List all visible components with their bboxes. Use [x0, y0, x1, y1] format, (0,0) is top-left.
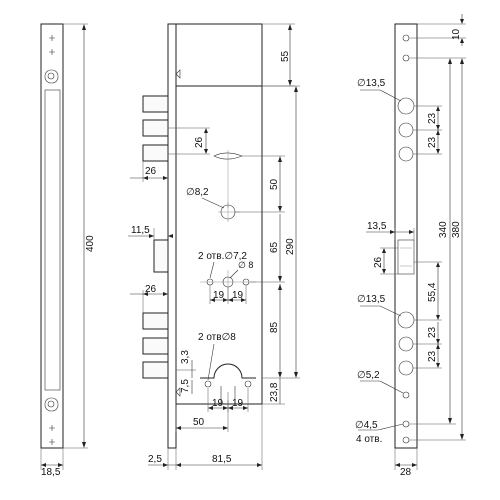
- dim-50-horiz: 50: [193, 417, 205, 428]
- faceplate-outline: [40, 23, 64, 449]
- dim-23-c: 23: [427, 326, 438, 338]
- dim-19-a: 19: [213, 290, 225, 301]
- faceplate-hole-bottom: [47, 400, 55, 408]
- strike-latch-window: [397, 239, 415, 275]
- dim-2-holes-7-2: 2 отв.∅7,2: [198, 251, 247, 262]
- dim-55: 55: [280, 50, 291, 62]
- cyl-hole-right: [244, 380, 252, 388]
- dim-3-3: 3,3: [180, 350, 191, 364]
- bolt-1: [142, 95, 169, 113]
- dim-23-d: 23: [427, 350, 438, 362]
- dim-13-5-plate: 13,5: [367, 221, 387, 232]
- lock-case-top: [176, 23, 263, 86]
- strike-plate-view: 10 ∅13,5 23 23 380 340 13,5 26: [355, 14, 466, 478]
- bolt-4: [142, 312, 169, 330]
- dim-26-plate: 26: [373, 256, 384, 268]
- strike-hole-3: [402, 391, 410, 399]
- dim-81-5: 81,5: [212, 454, 232, 465]
- dim-2-5: 2,5: [148, 454, 162, 465]
- dim-23-8: 23,8: [269, 382, 280, 402]
- latch: [153, 239, 169, 273]
- dim-28: 28: [400, 467, 412, 478]
- dim-4-holes: 4 отв.: [356, 434, 382, 445]
- dim-dia-13-5-top: ∅13,5: [357, 78, 386, 89]
- bolt-5: [142, 337, 169, 355]
- faceplate-slot-top: [44, 69, 59, 84]
- strike-plate-outline: [394, 23, 418, 449]
- cylinder-cutout: [200, 363, 256, 379]
- dim-11-5: 11,5: [131, 225, 150, 236]
- bolt-2: [142, 119, 169, 137]
- dim-19-d: 19: [232, 398, 244, 409]
- dim-65: 65: [269, 241, 280, 253]
- dim-55-4: 55,4: [427, 282, 438, 302]
- lock-case: [176, 85, 263, 405]
- lock-body-side-view: 55 26 26 ∅8,2 50 11,5 65 290: [128, 23, 300, 470]
- dim-380: 380: [451, 221, 462, 238]
- dim-340: 340: [438, 221, 449, 238]
- dim-dia-8-small: ∅ 8: [238, 260, 253, 270]
- dim-dia-13-5-bottom: ∅13,5: [357, 294, 386, 305]
- dim-dia-4-5: ∅4,5: [355, 420, 378, 431]
- dim-26-top: 26: [194, 136, 205, 148]
- dim-23-a: 23: [427, 112, 438, 124]
- dim-23-b: 23: [427, 136, 438, 148]
- bolt-3: [142, 144, 169, 162]
- dim-19-c: 19: [212, 398, 224, 409]
- dim-10: 10: [451, 28, 462, 40]
- dim-dia-5-2: ∅5,2: [357, 370, 380, 381]
- dim-7-5: 7,5: [180, 379, 191, 393]
- faceplate-groove: [44, 89, 61, 391]
- dim-290: 290: [285, 238, 296, 255]
- dim-26-mid: 26: [145, 284, 157, 295]
- faceplate-front-view: 400 18,5: [40, 23, 96, 478]
- dim-85: 85: [269, 321, 280, 333]
- faceplate-hole-top: [47, 72, 55, 80]
- dim-19-b: 19: [232, 290, 244, 301]
- dim-dia-8-2: ∅8,2: [186, 187, 209, 198]
- dim-18-5: 18,5: [41, 467, 61, 478]
- bolt-6: [142, 361, 169, 379]
- dim-26-left: 26: [145, 166, 157, 177]
- screw-marks: [49, 35, 55, 445]
- dim-400: 400: [85, 235, 96, 252]
- dim-2-holes-8: 2 отв∅8: [198, 332, 236, 343]
- faceplate-slot-bottom: [44, 397, 59, 412]
- cyl-hole-left: [204, 380, 212, 388]
- dim-50-vert: 50: [269, 178, 280, 190]
